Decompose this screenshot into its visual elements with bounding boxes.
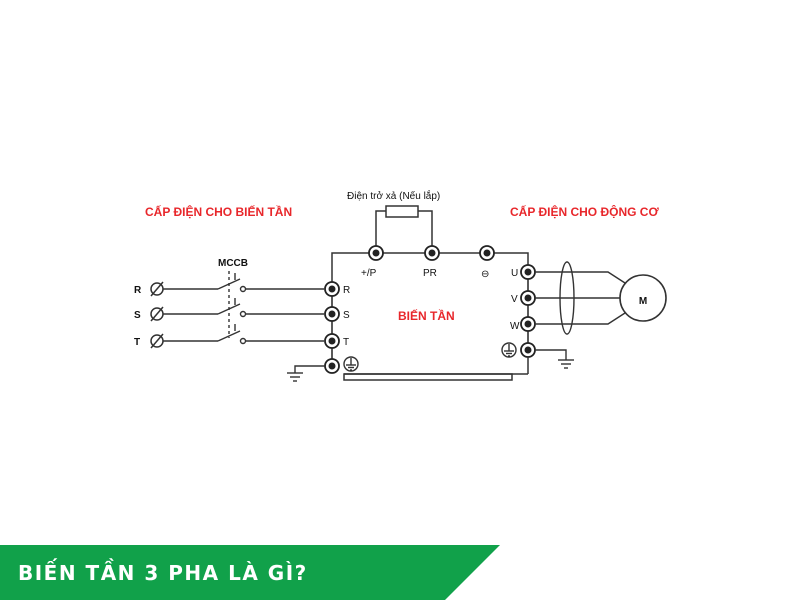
input-r-label: R <box>343 285 350 296</box>
inverter-label: BIẾN TẦN <box>398 308 455 323</box>
output-u-label: U <box>511 268 518 279</box>
output-ground-icon <box>501 342 517 358</box>
terminal-n-label: ⊖ <box>481 269 489 280</box>
phase-r-label: R <box>134 285 142 296</box>
mccb-breaker <box>217 271 324 345</box>
terminal-pr-label: PR <box>423 268 437 279</box>
input-ground-icon <box>287 356 359 382</box>
input-t-label: T <box>343 337 349 348</box>
motor-icon <box>619 274 667 322</box>
terminal-n-dot <box>483 249 491 257</box>
phase-s-label: S <box>134 310 141 321</box>
motor-wires <box>535 271 626 369</box>
title-banner <box>0 545 500 600</box>
input-s-label: S <box>343 310 350 321</box>
output-w-label: W <box>510 321 520 332</box>
motor-title: CẤP ĐIỆN CHO ĐỘNG CƠ <box>510 204 659 219</box>
terminal-p-dot <box>372 249 380 257</box>
motor-label: M <box>639 296 647 307</box>
terminal-p-label: +/P <box>361 268 377 279</box>
braking-resistor <box>375 205 433 246</box>
top-terminal-group <box>368 245 495 261</box>
supply-title: CẤP ĐIỆN CHO BIẾN TẦN <box>145 204 292 219</box>
banner-title: BIẾN TẦN 3 PHA LÀ GÌ? <box>18 561 308 585</box>
supply-wires <box>163 288 218 342</box>
inverter-input-terminals <box>324 281 340 374</box>
phase-t-label: T <box>134 337 140 348</box>
terminal-pr-dot <box>428 249 436 257</box>
supply-terminals <box>150 281 164 349</box>
shield-ring <box>559 261 575 335</box>
output-v-label: V <box>511 294 518 305</box>
breaker-label: MCCB <box>218 258 248 269</box>
resistor-note: Điện trở xả (Nếu lắp) <box>347 189 440 202</box>
